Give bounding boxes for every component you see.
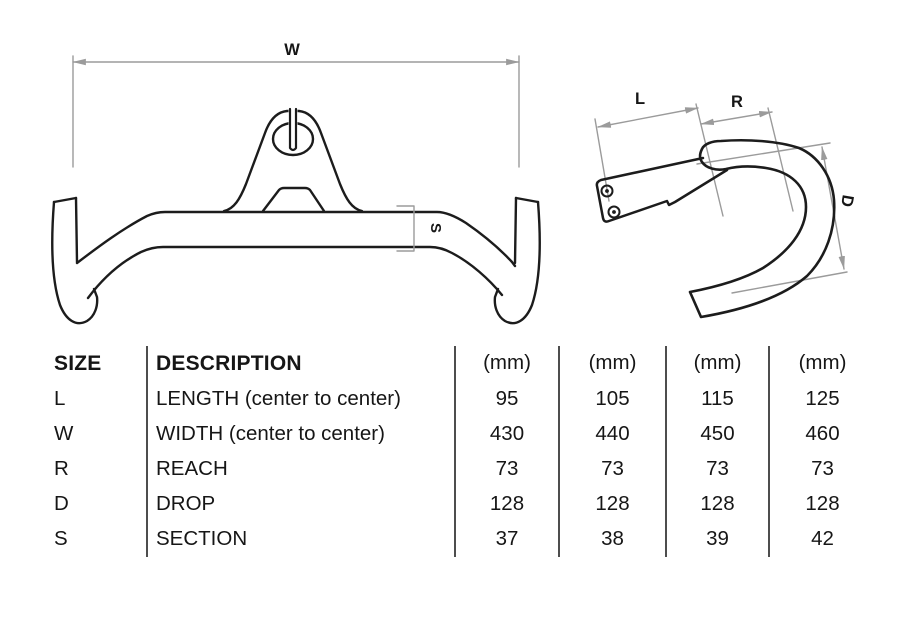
length-dimension-line [597,107,699,128]
geometry-table: SIZE DESCRIPTION (mm) (mm) (mm) (mm) L L… [52,346,875,558]
stem-side-body [595,156,729,223]
handlebar-diagrams: W [51,41,857,325]
row-drop-value-1: 128 [456,486,560,522]
row-reach-value-1: 73 [456,451,560,487]
drop-dimension-label: D [837,193,857,208]
row-section-description: SECTION [148,521,456,558]
front-view: W [51,41,541,325]
drop-extension-bottom [731,271,848,294]
stem-bolt-bottom [607,205,621,219]
right-hook-inner-edge [513,196,518,265]
row-width-value-1: 430 [456,416,560,452]
reach-dimension-line [700,110,773,126]
row-drop-value-4: 128 [805,492,840,516]
row-reach-description: REACH [148,451,456,487]
header-size: SIZE [52,346,148,382]
row-reach-value-2: 73 [560,451,667,487]
reach-extension-right [767,107,794,212]
left-hook-top [52,196,78,204]
row-reach-value-3: 73 [667,451,770,487]
left-hook-inner-edge [74,196,79,264]
row-width-value-3: 450 [667,416,770,452]
header-unit-1: (mm) [456,346,560,382]
row-length-value-3: 115 [667,381,770,417]
handlebar-front-outline [51,109,541,325]
header-unit-2: (mm) [560,346,667,382]
drop-bar-side-outline [688,138,836,319]
right-hook-top [514,196,540,204]
row-reach-value-4: 73 [811,456,834,480]
row-section-value-2: 38 [560,521,667,558]
stem-bolt-bottom-center [612,210,616,214]
clamp-slot [288,107,298,152]
header-unit-4: (mm) [798,351,847,375]
side-dimension-lines [594,103,848,294]
row-drop-description: DROP [148,486,456,522]
left-hook-u [51,200,99,325]
row-width-value-2: 440 [560,416,667,452]
row-section-size: S [52,521,148,558]
row-length-value-4: 125 [805,386,840,410]
section-bracket [396,205,415,252]
row-width-size: W [52,416,148,452]
row-length-value-2: 105 [560,381,667,417]
row-length-description: LENGTH (center to center) [148,381,456,417]
stem-bolt-top-center [605,189,609,193]
row-width-description: WIDTH (center to center) [148,416,456,452]
row-width-value-4: 460 [805,421,840,445]
clamp-slot-gap [288,106,298,150]
header-unit-3: (mm) [667,346,770,382]
side-view: L R D [594,90,857,319]
length-dimension-label: L [635,90,645,108]
section-dimension-label: S [427,223,444,233]
drop-extension-top [696,142,831,165]
width-dimension-label: W [284,41,300,59]
row-drop-value-2: 128 [560,486,667,522]
row-drop-value-3: 128 [667,486,770,522]
row-section-value-4: 42 [811,527,834,551]
row-reach-size: R [52,451,148,487]
length-extension-left [594,118,610,202]
width-dimension-lines [72,55,520,168]
stem-cutout [261,186,326,213]
right-hook-u [493,200,541,325]
row-length-size: L [52,381,148,417]
row-section-value-3: 39 [667,521,770,558]
reach-dimension-label: R [731,93,743,111]
stem-side-outline [595,156,729,223]
header-description: DESCRIPTION [148,346,456,382]
bar-bottom-edge [86,245,504,300]
bar-top-edge [75,210,517,268]
row-drop-size: D [52,486,148,522]
stem-bolt-top [600,184,614,198]
row-length-value-1: 95 [456,381,560,417]
row-section-value-1: 37 [456,521,560,558]
